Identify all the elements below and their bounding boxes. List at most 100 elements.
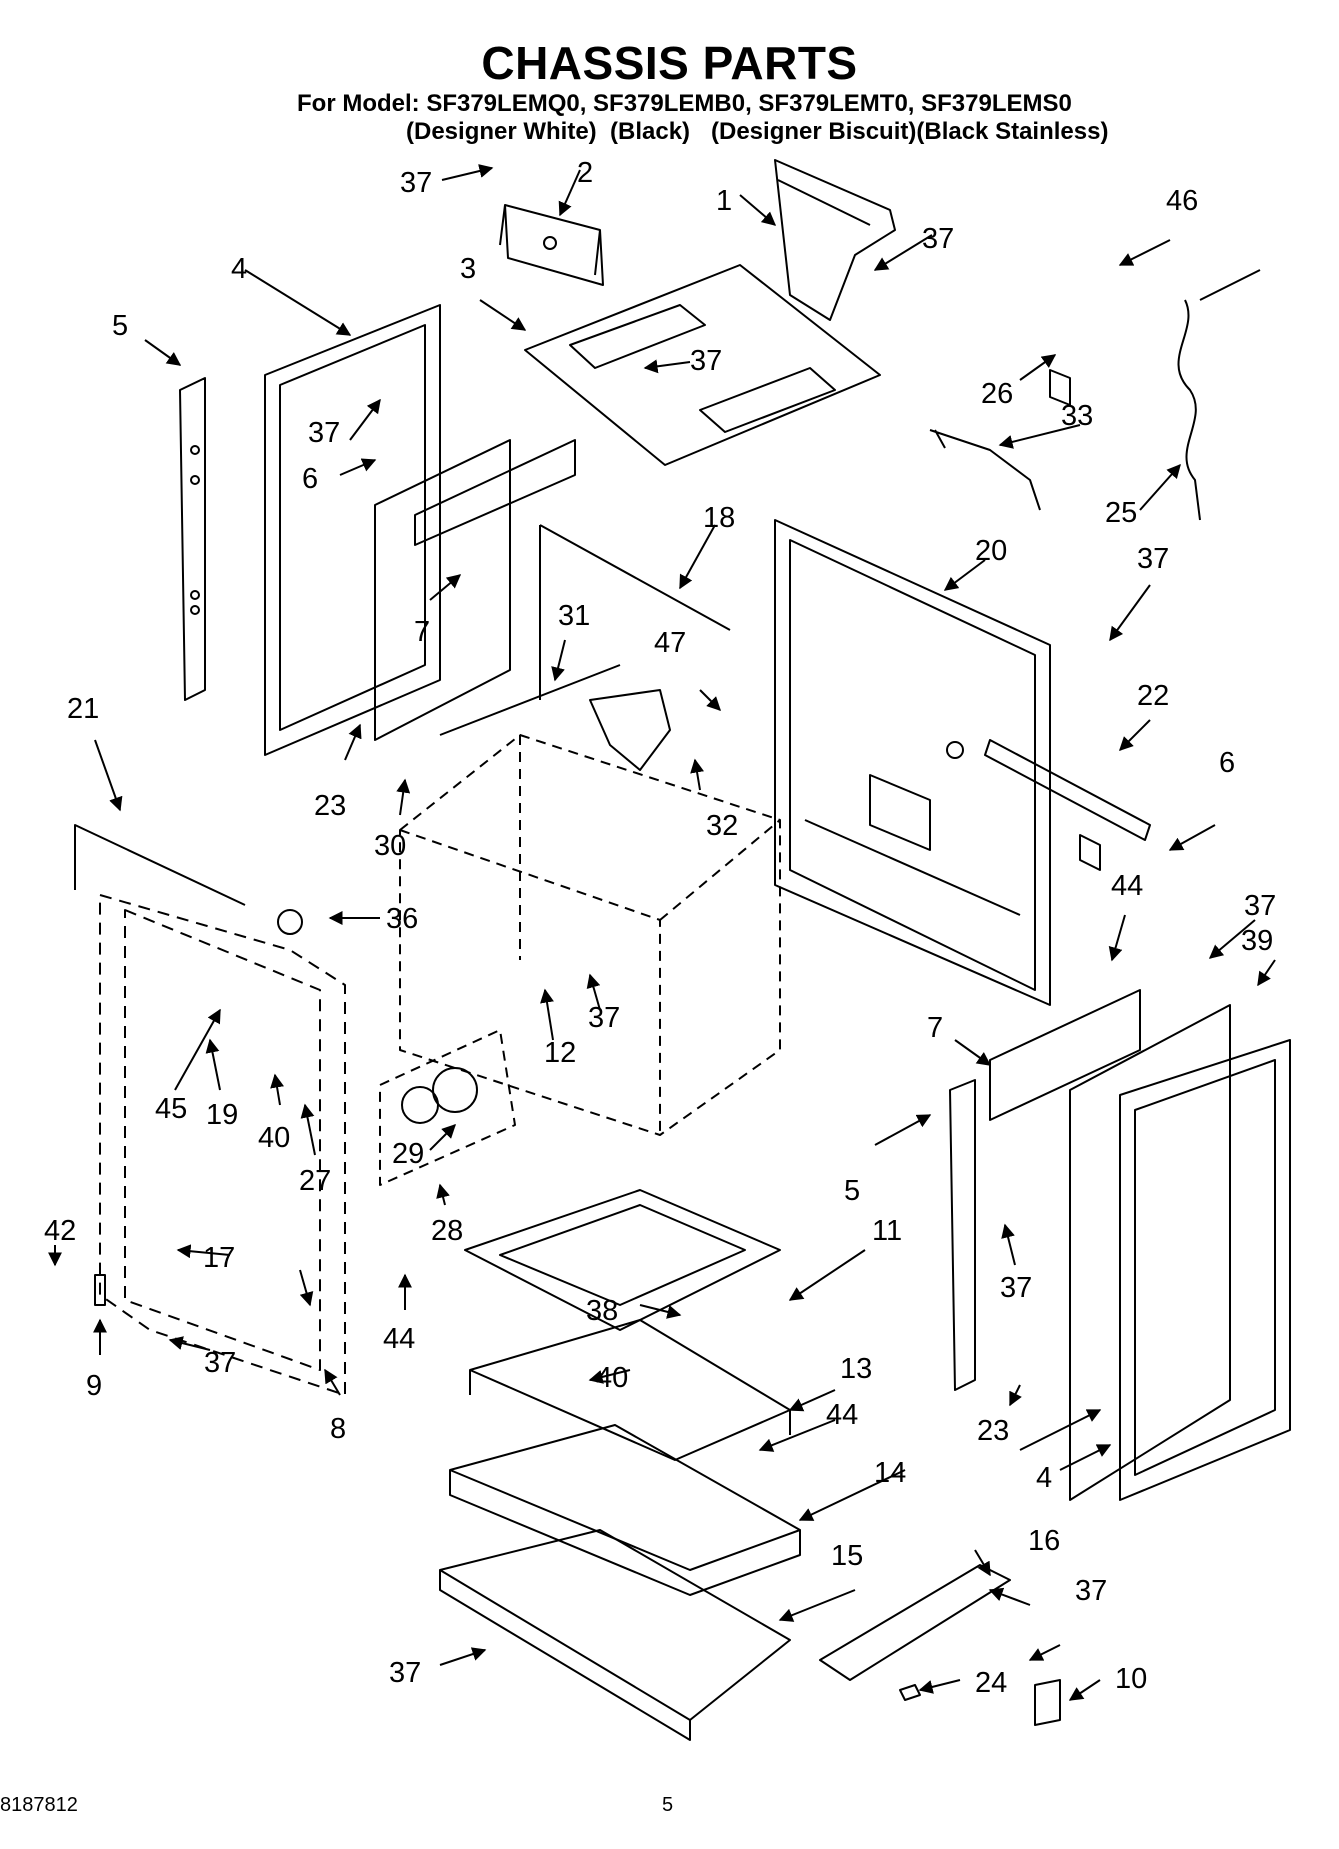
callout-2: 2 xyxy=(577,157,593,189)
callout-28: 28 xyxy=(431,1215,463,1247)
callout-37-k: 37 xyxy=(389,1657,421,1689)
part-28-knob-panel xyxy=(379,1029,516,1186)
color-black: (Black) xyxy=(610,118,691,145)
callout-37-i: 37 xyxy=(204,1347,236,1379)
part-16-leveling-rail xyxy=(819,1564,1011,1681)
part-2-bracket xyxy=(499,204,604,286)
part-22-rail xyxy=(984,739,1151,841)
callout-24: 24 xyxy=(975,1667,1007,1699)
callout-46: 46 xyxy=(1166,185,1198,217)
callout-37-g: 37 xyxy=(588,1002,620,1034)
callout-17: 17 xyxy=(203,1242,235,1274)
callout-6-b: 6 xyxy=(1219,747,1235,779)
callout-44-b: 44 xyxy=(383,1323,415,1355)
callout-8: 8 xyxy=(330,1413,346,1445)
callout-12: 12 xyxy=(544,1037,576,1069)
part-5-side-trim-left xyxy=(179,377,206,701)
part-18-gasket xyxy=(539,524,731,631)
callout-5-b: 5 xyxy=(844,1175,860,1207)
callout-6-a: 6 xyxy=(302,463,318,495)
callout-7-b: 7 xyxy=(927,1012,943,1044)
callout-31: 31 xyxy=(558,600,590,632)
part-1-vent-duct xyxy=(774,159,896,321)
callout-29: 29 xyxy=(392,1138,424,1170)
callout-27: 27 xyxy=(299,1165,331,1197)
color-biscuit-stainless: (Designer Biscuit)(Black Stainless) xyxy=(711,118,1109,145)
callout-37-d: 37 xyxy=(308,417,340,449)
callout-40-a: 40 xyxy=(258,1122,290,1154)
part-6-bracket-right xyxy=(1079,834,1101,871)
callout-20: 20 xyxy=(975,535,1007,567)
part-26-clip xyxy=(1049,369,1071,406)
callout-23-b: 23 xyxy=(977,1415,1009,1447)
callout-16: 16 xyxy=(1028,1525,1060,1557)
part-7-insulation-left xyxy=(374,439,576,741)
part-31-rod xyxy=(439,664,621,736)
callout-47: 47 xyxy=(654,627,686,659)
callout-4-b: 4 xyxy=(1036,1462,1052,1494)
part-21-rail xyxy=(74,824,246,906)
callout-22: 22 xyxy=(1137,680,1169,712)
page-title: CHASSIS PARTS xyxy=(481,37,858,89)
callout-37-a: 37 xyxy=(400,167,432,199)
callout-21: 21 xyxy=(67,693,99,725)
callout-39: 39 xyxy=(1241,925,1273,957)
color-designer-white: (Designer White) xyxy=(406,118,597,145)
oven-cavity xyxy=(399,734,781,1136)
callout-33: 33 xyxy=(1061,400,1093,432)
callout-37-b: 37 xyxy=(922,223,954,255)
part-15-bottom-panel xyxy=(439,1529,791,1741)
part-3-cooktop-support xyxy=(524,264,881,466)
callout-37-h: 37 xyxy=(1000,1272,1032,1304)
callout-14: 14 xyxy=(874,1457,906,1489)
callout-11: 11 xyxy=(872,1215,902,1247)
part-7-insulation-right xyxy=(989,989,1141,1121)
model-line: For Model: SF379LEMQ0, SF379LEMB0, SF379… xyxy=(297,90,1072,117)
part-5-side-trim-right xyxy=(949,1079,976,1391)
part-4-side-panel-right xyxy=(1069,1004,1291,1501)
part-36-plug xyxy=(277,909,303,935)
callout-3: 3 xyxy=(460,253,476,285)
callout-42: 42 xyxy=(44,1215,76,1247)
page-number: 5 xyxy=(662,1794,674,1816)
callout-44-c: 44 xyxy=(826,1399,858,1431)
callout-1: 1 xyxy=(716,185,732,217)
callout-23-a: 23 xyxy=(314,790,346,822)
part-20-rear-panel xyxy=(774,519,1051,1006)
callout-18: 18 xyxy=(703,502,735,534)
part-14-drawer-liner xyxy=(449,1424,801,1596)
callout-37-f: 37 xyxy=(1244,890,1276,922)
callout-37-c: 37 xyxy=(690,345,722,377)
part-8-oven-door xyxy=(99,894,346,1396)
callout-7-a: 7 xyxy=(414,616,430,648)
callout-45: 45 xyxy=(155,1093,187,1125)
part-13-drawer xyxy=(469,1319,791,1461)
part-33-wire-harness xyxy=(929,429,1041,511)
callout-4-a: 4 xyxy=(231,253,247,285)
callout-44-a: 44 xyxy=(1111,870,1143,902)
callout-38: 38 xyxy=(586,1295,618,1327)
part-4-side-panel-left xyxy=(264,304,441,756)
part-25-power-cord xyxy=(1177,269,1261,521)
callout-40-b: 40 xyxy=(596,1362,628,1394)
part-24-clip xyxy=(899,1684,921,1701)
callout-32: 32 xyxy=(706,810,738,842)
callout-19: 19 xyxy=(206,1099,238,1131)
callout-15: 15 xyxy=(831,1540,863,1572)
part-32-igniter xyxy=(589,689,671,771)
callout-10: 10 xyxy=(1115,1663,1147,1695)
callout-9: 9 xyxy=(86,1370,102,1402)
callout-26: 26 xyxy=(981,378,1013,410)
part-9-hinge xyxy=(94,1274,106,1306)
callout-37-j: 37 xyxy=(1075,1575,1107,1607)
part-11-pan-support xyxy=(464,1189,781,1331)
callout-25: 25 xyxy=(1105,497,1137,529)
document-number: 8187812 xyxy=(0,1794,78,1816)
part-10-leveling-leg xyxy=(1034,1679,1061,1726)
callout-30: 30 xyxy=(374,830,406,862)
callout-36: 36 xyxy=(386,903,418,935)
callout-37-e: 37 xyxy=(1137,543,1169,575)
callout-13: 13 xyxy=(840,1353,872,1385)
callout-5-a: 5 xyxy=(112,310,128,342)
